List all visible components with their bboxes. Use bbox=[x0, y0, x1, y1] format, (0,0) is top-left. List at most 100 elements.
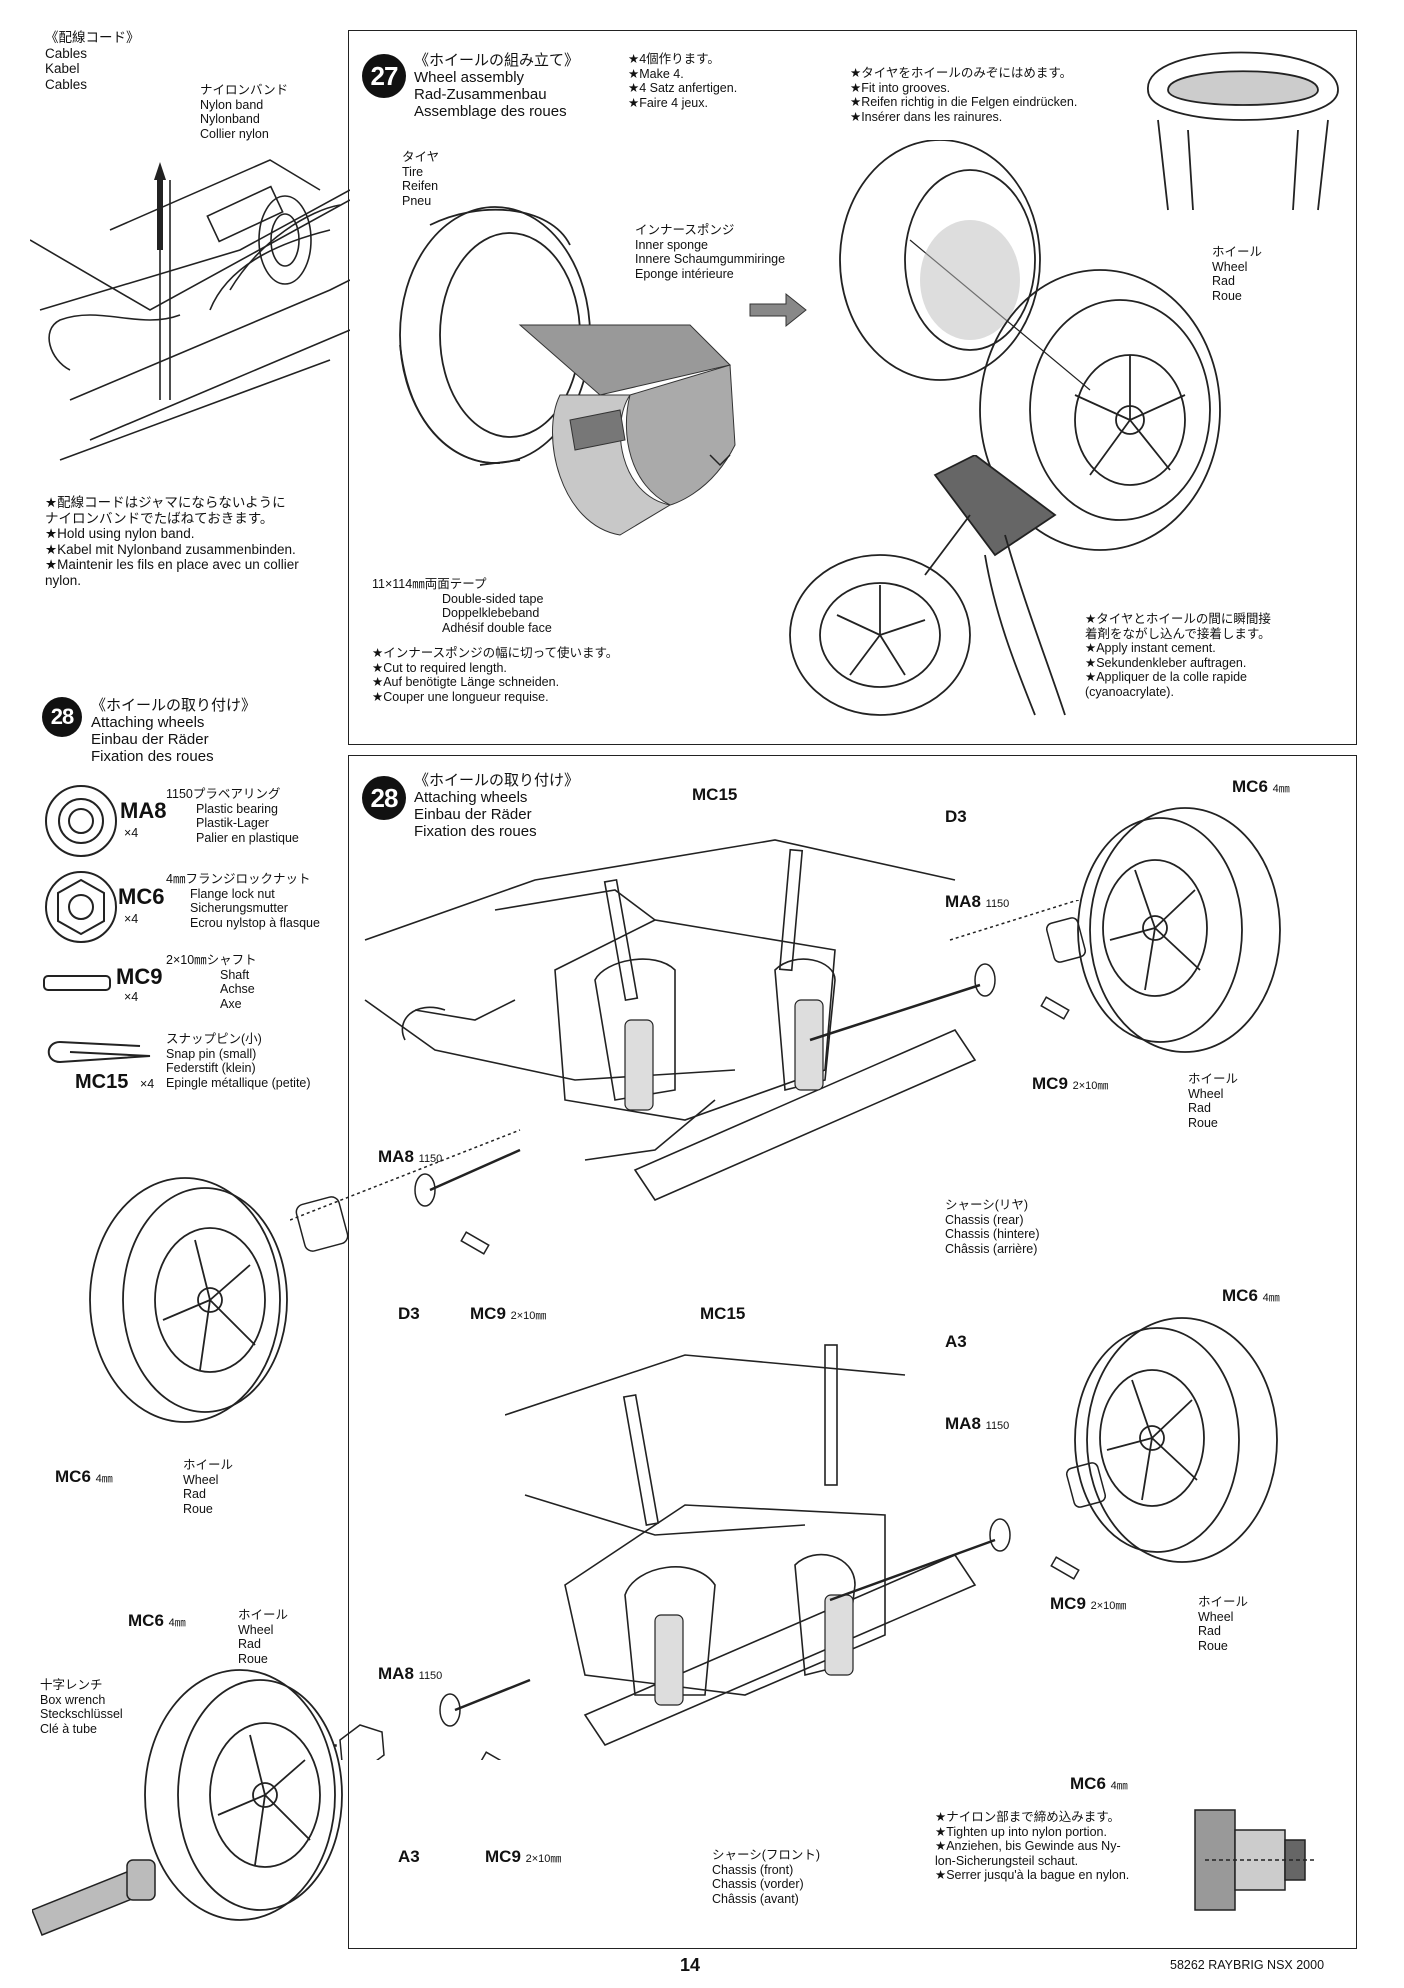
chassis-front-en: Chassis (front) bbox=[712, 1862, 794, 1877]
parts-step-number: 28 bbox=[42, 697, 82, 737]
cables-note-5: ★Maintenir les fils en place avec un col… bbox=[45, 557, 299, 572]
wheel-de: Rad bbox=[238, 1637, 261, 1651]
parts-title-de: Einbau der Räder bbox=[91, 731, 209, 748]
cables-illustration bbox=[30, 159, 350, 461]
step27-number: 27 bbox=[362, 54, 406, 98]
box-wrench-jp: 十字レンチ bbox=[40, 1678, 103, 1692]
cement-jp-1: ★タイヤとホイールの間に瞬間接 bbox=[1085, 612, 1271, 626]
cut-en: ★Cut to required length. bbox=[372, 660, 507, 675]
mc9-fr: Axe bbox=[220, 996, 242, 1011]
mc6-size-text: 4㎜ bbox=[1272, 783, 1290, 795]
step27-box bbox=[348, 30, 1357, 745]
wheel-en: Wheel bbox=[1212, 259, 1248, 274]
mc6-code-text: MC6 bbox=[1222, 1286, 1258, 1305]
sponge-en: Inner sponge bbox=[635, 237, 708, 252]
cement-de: ★Sekundenkleber auftragen. bbox=[1085, 655, 1247, 670]
mc9-en: Shaft bbox=[220, 967, 250, 982]
cables-note-1: ★配線コードはジャマにならないように bbox=[45, 495, 286, 510]
mc6-label-front-right: MC6 4㎜ bbox=[1222, 1287, 1280, 1307]
ma8-desc: 1150プラベアリング Plastic bearing Plastik-Lage… bbox=[166, 787, 299, 845]
sponge-fr: Eponge intérieure bbox=[635, 266, 734, 281]
mc15-label-rear: MC15 bbox=[692, 785, 738, 804]
mc6-code-text: MC6 bbox=[1070, 1774, 1106, 1793]
ma8-en: Plastic bearing bbox=[196, 801, 278, 816]
cut-note: ★インナースポンジの幅に切って使います。 ★Cut to required le… bbox=[372, 646, 618, 704]
step28-number: 28 bbox=[362, 776, 406, 820]
chassis-front-label: シャーシ(フロント) Chassis (front) Chassis (vord… bbox=[712, 1848, 820, 1906]
box-wrench-de: Steckschlüssel bbox=[40, 1707, 123, 1721]
nylon-note-de-2: lon-Sicherungsteil schaut. bbox=[935, 1853, 1079, 1868]
mc6-size-text: 4㎜ bbox=[1110, 1780, 1128, 1792]
box-wrench-fr: Clé à tube bbox=[40, 1721, 97, 1736]
ma8-label-front-left: MA8 1150 bbox=[378, 1665, 442, 1685]
tape-de: Doppelklebeband bbox=[442, 606, 540, 620]
step28-box bbox=[348, 755, 1357, 1949]
sponge-jp: インナースポンジ bbox=[635, 223, 735, 237]
mc15-en: Snap pin (small) bbox=[166, 1046, 257, 1061]
nylon-note-en: ★Tighten up into nylon portion. bbox=[935, 1824, 1107, 1839]
ma8-code-text: MA8 bbox=[378, 1664, 414, 1683]
tire-jp: タイヤ bbox=[402, 150, 440, 164]
rear-left-wheel bbox=[89, 1177, 288, 1423]
chassis-rear-en: Chassis (rear) bbox=[945, 1212, 1024, 1227]
mc6-label-front-left: MC6 4㎜ bbox=[128, 1612, 186, 1632]
step27-title-en: Wheel assembly bbox=[414, 69, 525, 86]
mc9-jp: 2×10㎜シャフト bbox=[166, 953, 257, 967]
wheel-jp: ホイール bbox=[1212, 245, 1263, 259]
page-number: 14 bbox=[680, 1955, 701, 1975]
wheel-fr: Roue bbox=[238, 1651, 268, 1666]
model-footer: 58262 RAYBRIG NSX 2000 bbox=[1170, 1958, 1325, 1972]
mc9-label-rear-left: MC9 2×10㎜ bbox=[470, 1305, 546, 1325]
tire-label: タイヤ Tire Reifen Pneu bbox=[402, 150, 439, 208]
wheel-fr: Roue bbox=[1198, 1638, 1228, 1653]
mc9-code-text: MC9 bbox=[1050, 1594, 1086, 1613]
mc15-de: Federstift (klein) bbox=[166, 1061, 256, 1075]
ma8-label-front-right: MA8 1150 bbox=[945, 1415, 1009, 1435]
tire-en: Tire bbox=[402, 164, 424, 179]
grooves-de: ★Reifen richtig in die Felgen eindrücken… bbox=[850, 95, 1078, 109]
mc6-code-text: MC6 bbox=[128, 1611, 164, 1630]
ma8-code-text: MA8 bbox=[945, 1414, 981, 1433]
d3-label-rear-left: D3 bbox=[398, 1304, 420, 1323]
chassis-front-jp: シャーシ(フロント) bbox=[712, 1848, 821, 1862]
snap-pin-icon bbox=[47, 1041, 151, 1064]
step28-title-fr: Fixation des roues bbox=[414, 823, 537, 840]
mc15-fr: Epingle métallique (petite) bbox=[166, 1075, 311, 1090]
rear-right-wheel bbox=[1077, 807, 1281, 1053]
wheel-jp: ホイール bbox=[238, 1608, 289, 1622]
mc15-jp: スナップピン(小) bbox=[166, 1032, 262, 1046]
cables-note-2: ナイロンバンドでたばねておきます。 bbox=[45, 510, 274, 526]
wheel-fr: Roue bbox=[1188, 1115, 1218, 1130]
parts-title-fr: Fixation des roues bbox=[91, 748, 214, 765]
wheel-jp: ホイール bbox=[1198, 1595, 1249, 1609]
cement-note: ★タイヤとホイールの間に瞬間接 着剤をながし込んで接着します。 ★Apply i… bbox=[1085, 612, 1271, 699]
cut-fr: ★Couper une longueur requise. bbox=[372, 689, 549, 704]
wheel-de: Rad bbox=[183, 1487, 206, 1501]
cables-title-jp: 《配線コード》 bbox=[45, 30, 140, 45]
mc15-qty: ×4 bbox=[140, 1077, 155, 1091]
nylon-band-en: Nylon band bbox=[200, 97, 264, 112]
mc6-qty: ×4 bbox=[124, 912, 139, 926]
mc6-code-text: MC6 bbox=[55, 1467, 91, 1486]
front-axle-parts bbox=[334, 1462, 1107, 1760]
grooves-jp: ★タイヤをホイールのみぞにはめます。 bbox=[850, 66, 1073, 80]
ma8-de: Plastik-Lager bbox=[196, 816, 269, 830]
mc9-de: Achse bbox=[220, 982, 255, 996]
chassis-rear-label: シャーシ(リヤ) Chassis (rear) Chassis (hintere… bbox=[945, 1198, 1039, 1256]
rear-chassis-illustration bbox=[364, 839, 977, 1202]
ma8-code-text: MA8 bbox=[945, 892, 981, 911]
cement-jp-2: 着剤をながし込んで接着します。 bbox=[1085, 626, 1271, 641]
step27-title-jp: 《ホイールの組み立て》 bbox=[414, 52, 580, 69]
mc6-de: Sicherungsmutter bbox=[190, 901, 288, 915]
mc9-label-front-left: MC9 2×10㎜ bbox=[485, 1848, 561, 1868]
tire-de: Reifen bbox=[402, 179, 439, 193]
wheel-jp: ホイール bbox=[183, 1458, 234, 1472]
instruction-arrow-icon bbox=[749, 292, 807, 328]
cut-jp: ★インナースポンジの幅に切って使います。 bbox=[372, 646, 619, 660]
ma8-jp: 1150プラベアリング bbox=[166, 787, 281, 801]
cables-title: 《配線コード》 Cables Kabel Cables bbox=[45, 30, 140, 92]
mc6-fr: Ecrou nylstop à flasque bbox=[190, 915, 320, 930]
wheel-tire-fit-illustration bbox=[839, 140, 1221, 551]
box-wrench-en: Box wrench bbox=[40, 1692, 106, 1707]
mc9-code-text: MC9 bbox=[485, 1847, 521, 1866]
